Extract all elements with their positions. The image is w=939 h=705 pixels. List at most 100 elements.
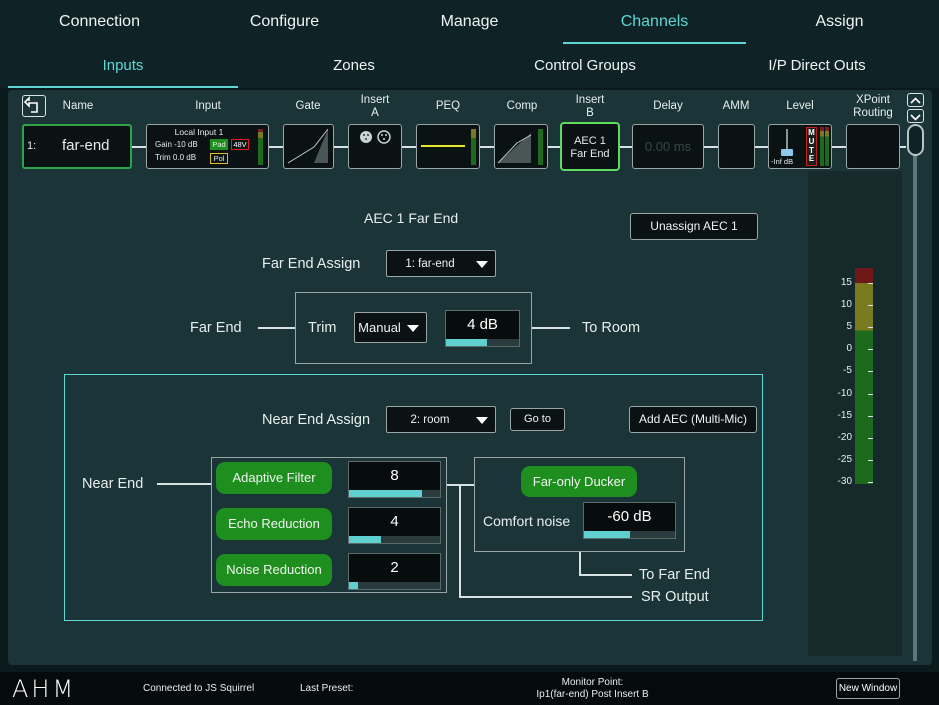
delay-block[interactable]: 0.00 ms xyxy=(632,124,704,169)
tab-channels[interactable]: Channels xyxy=(620,13,689,30)
tab-configure[interactable]: Configure xyxy=(249,13,320,30)
to-far-end-label: To Far End xyxy=(639,567,710,583)
meter-scale-tick xyxy=(868,371,873,373)
gate-block[interactable] xyxy=(283,124,334,169)
near-end-panel xyxy=(64,374,763,621)
monitor-point-label: Monitor Point: xyxy=(561,677,624,688)
to-room-label: To Room xyxy=(582,320,641,336)
meter-scale-tick xyxy=(868,481,873,483)
tab-manage[interactable]: Manage xyxy=(440,13,499,30)
echo-reduction-button[interactable]: Echo Reduction xyxy=(216,508,332,540)
meter-scale-label: 10 xyxy=(840,299,852,311)
far-end-assign-label: Far End Assign xyxy=(262,256,361,272)
column-amm-header: AMM xyxy=(722,100,750,112)
comp-block[interactable] xyxy=(494,124,548,169)
connection-status: Connected to JS Squirrel xyxy=(143,683,255,694)
insert-b-block[interactable]: AEC 1 Far End xyxy=(560,122,620,171)
goto-button[interactable]: Go to xyxy=(510,408,565,431)
back-button[interactable] xyxy=(22,95,46,117)
meter-scale-label: -30 xyxy=(837,475,852,487)
channel-name-block[interactable]: 1: far-end xyxy=(22,124,132,169)
comfort-noise-bar-fill xyxy=(584,531,630,538)
phantom-power-badge[interactable]: 48V xyxy=(231,139,249,150)
scroll-up-button[interactable] xyxy=(907,93,924,107)
near-end-assign-label: Near End Assign xyxy=(262,412,371,428)
fader-cap[interactable] xyxy=(781,149,793,156)
column-comp-header: Comp xyxy=(506,100,538,112)
comfort-noise-control[interactable]: -60 dB xyxy=(583,502,676,539)
mute-button[interactable]: MUTE xyxy=(806,127,817,166)
peq-block[interactable] xyxy=(416,124,480,169)
active-tab-indicator xyxy=(563,42,746,44)
scrollbar-track[interactable] xyxy=(913,155,917,661)
column-level-header: Level xyxy=(786,100,814,112)
monitor-meter-bar xyxy=(855,268,873,484)
trim-mode-dropdown[interactable]: Manual xyxy=(354,312,427,343)
tab-connection[interactable]: Connection xyxy=(59,13,140,30)
aec-title: AEC 1 Far End xyxy=(364,210,459,226)
tab-ip-direct-outs[interactable]: I/P Direct Outs xyxy=(768,57,866,74)
comp-meter xyxy=(538,129,543,165)
noise-reduction-control[interactable]: 2 xyxy=(348,553,441,590)
trim-mode-value: Manual xyxy=(358,320,401,335)
noise-reduction-button[interactable]: Noise Reduction xyxy=(216,554,332,586)
meter-scale-tick xyxy=(868,415,873,417)
meter-scale-tick xyxy=(868,393,873,395)
tab-assign[interactable]: Assign xyxy=(815,13,864,30)
adaptive-filter-bar-track xyxy=(349,490,440,497)
scrollbar-thumb[interactable] xyxy=(907,124,924,156)
meter-scale-label: -5 xyxy=(843,365,852,377)
new-window-button[interactable]: New Window xyxy=(836,678,900,699)
chevron-down-icon xyxy=(910,114,921,121)
far-end-assign-dropdown[interactable]: 1: far-end xyxy=(386,250,496,277)
near-end-label: Near End xyxy=(82,476,144,492)
meter-scale-label: -25 xyxy=(837,453,852,465)
amm-block[interactable] xyxy=(718,124,755,169)
tab-inputs[interactable]: Inputs xyxy=(102,57,144,74)
noise-reduction-bar-track xyxy=(349,582,440,589)
near-end-assign-value: 2: room xyxy=(410,413,450,426)
meter-scale-tick xyxy=(868,437,873,439)
insert-a-block[interactable] xyxy=(348,124,402,169)
adaptive-filter-button[interactable]: Adaptive Filter xyxy=(216,462,332,494)
meter-scale-label: 0 xyxy=(846,343,852,355)
meter-scale-tick xyxy=(868,283,873,284)
column-peq-header: PEQ xyxy=(435,100,461,112)
echo-reduction-value: 4 xyxy=(390,513,399,530)
adaptive-filter-control[interactable]: 8 xyxy=(348,461,441,498)
ducker-box xyxy=(474,457,685,552)
input-block[interactable]: Local Input 1 Gain -10 dB Trim 0.0 dB Pa… xyxy=(146,124,269,169)
back-arrow-icon xyxy=(23,96,38,113)
level-meter-left xyxy=(820,127,824,166)
echo-reduction-bar-track xyxy=(349,536,440,543)
noise-reduction-bar-fill xyxy=(349,582,359,589)
xpoint-block[interactable] xyxy=(846,124,900,169)
echo-reduction-control[interactable]: 4 xyxy=(348,507,441,544)
scroll-down-button[interactable] xyxy=(907,109,924,123)
insert-b-line1: AEC 1 xyxy=(574,135,606,147)
pad-badge[interactable]: Pad xyxy=(210,139,228,150)
polarity-badge[interactable]: Pol xyxy=(210,153,228,164)
level-block[interactable]: -Inf dB MUTE xyxy=(768,124,832,169)
add-aec-multi-mic-button[interactable]: Add AEC (Multi-Mic) xyxy=(629,406,757,433)
unassign-aec-button[interactable]: Unassign AEC 1 xyxy=(630,213,758,240)
meter-scale-label: 15 xyxy=(840,277,852,288)
tab-control-groups[interactable]: Control Groups xyxy=(534,57,636,74)
meter-scale-label: -10 xyxy=(837,387,852,399)
input-meter xyxy=(258,129,263,165)
far-only-ducker-button[interactable]: Far-only Ducker xyxy=(521,466,637,497)
delay-value: 0.00 ms xyxy=(644,139,692,154)
to-far-end-vertical-line xyxy=(579,552,581,575)
far-end-line xyxy=(258,327,296,329)
column-gate-header: Gate xyxy=(295,100,321,112)
comfort-noise-value: -60 dB xyxy=(607,508,652,525)
tab-zones[interactable]: Zones xyxy=(333,57,375,74)
far-end-label: Far End xyxy=(190,320,242,336)
trim-box xyxy=(295,292,532,364)
near-end-assign-dropdown[interactable]: 2: room xyxy=(386,406,496,433)
last-preset-label: Last Preset: xyxy=(300,683,354,694)
echo-reduction-bar-fill xyxy=(349,536,381,543)
input-source-name: Local Input 1 xyxy=(174,127,224,137)
trim-value-control[interactable]: 4 dB xyxy=(445,310,520,347)
compressor-curve-icon xyxy=(497,133,532,164)
